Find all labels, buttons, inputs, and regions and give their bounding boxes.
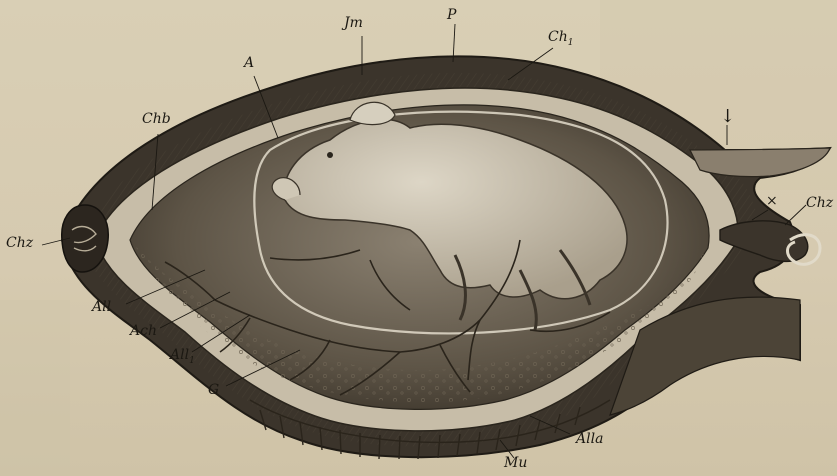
label-mu: Mu [504,456,527,470]
label-ch1: Ch1 [548,30,573,48]
label-chz-right: Chz [806,196,833,210]
label-p: P [447,8,456,22]
arrow-marker: ↓ [720,108,735,126]
label-all1: All1 [170,348,195,366]
label-ch1-sub: 1 [568,38,574,48]
label-chb: Chb [142,112,171,126]
label-a: A [244,56,254,70]
label-chz-left: Chz [6,236,33,250]
label-ch1-text: Ch [548,29,568,45]
label-all1-sub: 1 [189,356,195,366]
label-x-mark: × [766,194,778,208]
label-all: All [92,300,111,314]
label-g: G [208,383,219,397]
fetus-eye [327,152,333,158]
label-all1-text: All [170,347,189,363]
label-alla: Alla [576,432,603,446]
label-ach: Ach [130,324,157,338]
label-jm: Jm [344,16,363,30]
